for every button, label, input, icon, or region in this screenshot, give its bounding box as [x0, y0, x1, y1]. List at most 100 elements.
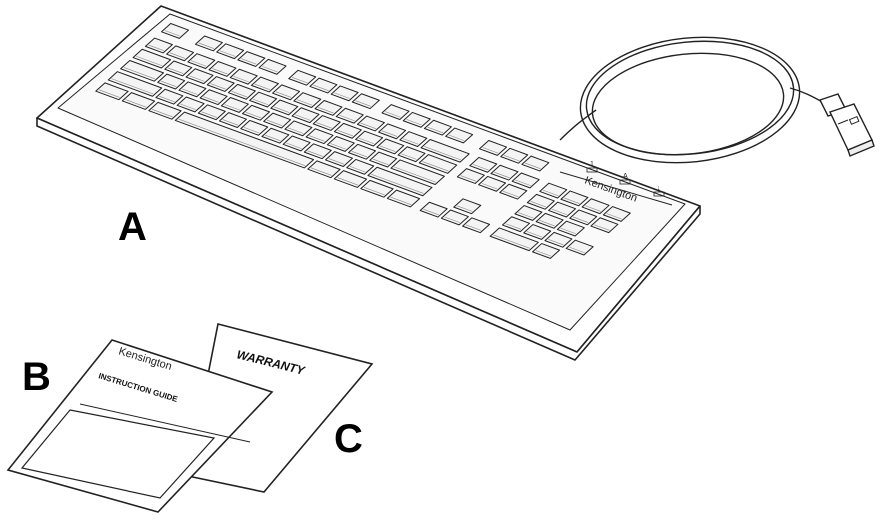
- key-edge: [189, 75, 205, 82]
- key-edge: [169, 52, 186, 59]
- key: [469, 156, 498, 173]
- key: [263, 112, 292, 129]
- key-edge: [448, 134, 465, 141]
- key: [369, 151, 398, 168]
- key-edge: [123, 67, 156, 80]
- key: [272, 84, 301, 101]
- key-edge: [288, 127, 304, 134]
- key: [423, 119, 452, 136]
- key: [333, 170, 368, 188]
- key: [378, 123, 407, 140]
- indicator-caps-lock: A: [623, 173, 628, 180]
- key-edge: [136, 55, 163, 67]
- key: [325, 151, 353, 167]
- key-edge: [481, 183, 498, 190]
- key: [386, 189, 421, 208]
- key-edge: [422, 161, 449, 172]
- key: [335, 107, 364, 124]
- key-edge: [266, 119, 283, 126]
- key: [479, 140, 508, 156]
- key: [164, 60, 193, 77]
- key-edge: [295, 114, 311, 121]
- key: [208, 60, 237, 77]
- key-edge: [224, 104, 240, 111]
- key-edge: [371, 173, 424, 194]
- key-edge: [210, 83, 226, 90]
- indicator-num-lock: 1: [590, 161, 594, 168]
- key-edge: [385, 111, 401, 118]
- key-edge: [585, 205, 601, 212]
- key-edge: [535, 250, 552, 257]
- key-edge: [572, 216, 589, 223]
- key: [307, 160, 341, 179]
- key: [521, 155, 550, 172]
- key: [199, 89, 228, 106]
- key: [293, 92, 322, 109]
- key-edge: [330, 143, 346, 150]
- key: [229, 68, 258, 85]
- key-edge: [219, 50, 236, 57]
- key-edge: [203, 96, 219, 103]
- usb-plug: [819, 93, 875, 157]
- key: [187, 53, 216, 70]
- key-edge: [198, 42, 215, 49]
- key-edge: [363, 187, 385, 196]
- key-edge: [334, 92, 350, 99]
- usb-cable: [559, 36, 827, 164]
- key-edge: [180, 103, 196, 110]
- key: [453, 198, 482, 215]
- key: [240, 119, 269, 136]
- key-edge: [542, 189, 559, 197]
- label-a: A: [118, 205, 147, 249]
- key: [351, 93, 380, 110]
- key-edge: [349, 166, 366, 173]
- key-edge: [291, 77, 308, 84]
- key: [148, 101, 182, 120]
- key-edge: [515, 179, 531, 186]
- key-edge: [164, 30, 181, 37]
- key-edge: [125, 99, 147, 108]
- key: [95, 82, 129, 101]
- guide-content-box: [20, 409, 216, 499]
- key: [548, 201, 577, 218]
- key: [249, 91, 278, 108]
- key-edge: [316, 122, 332, 129]
- key-edge: [493, 234, 530, 249]
- key: [258, 58, 287, 75]
- key-edge: [337, 177, 359, 186]
- key-edge: [518, 212, 534, 219]
- key-edge: [525, 162, 541, 169]
- key-edge: [151, 109, 173, 118]
- key-edge: [406, 119, 422, 126]
- indicator-panel: [559, 171, 673, 206]
- key: [250, 76, 279, 93]
- key: [478, 175, 507, 192]
- key-edge: [379, 145, 396, 152]
- key: [445, 127, 474, 144]
- key-edge: [423, 208, 439, 216]
- instruction-guide: [6, 339, 274, 513]
- key: [174, 111, 315, 169]
- key: [399, 131, 428, 148]
- key-edge: [351, 151, 368, 158]
- key: [348, 143, 376, 160]
- key-edge: [328, 158, 345, 165]
- key-edge: [309, 135, 325, 142]
- key: [121, 92, 156, 110]
- key: [288, 69, 317, 86]
- key-edge: [539, 220, 555, 227]
- key-edge: [456, 205, 473, 212]
- key-edge: [178, 118, 306, 166]
- key-edge: [494, 171, 510, 179]
- key: [216, 43, 245, 60]
- key-edge: [482, 147, 499, 154]
- key: [420, 138, 470, 163]
- key-edge: [401, 153, 417, 160]
- key-edge: [273, 106, 290, 113]
- key-edge: [265, 134, 281, 142]
- key: [242, 104, 270, 121]
- key: [581, 198, 610, 215]
- key: [284, 120, 313, 137]
- keyboard: [36, 5, 701, 361]
